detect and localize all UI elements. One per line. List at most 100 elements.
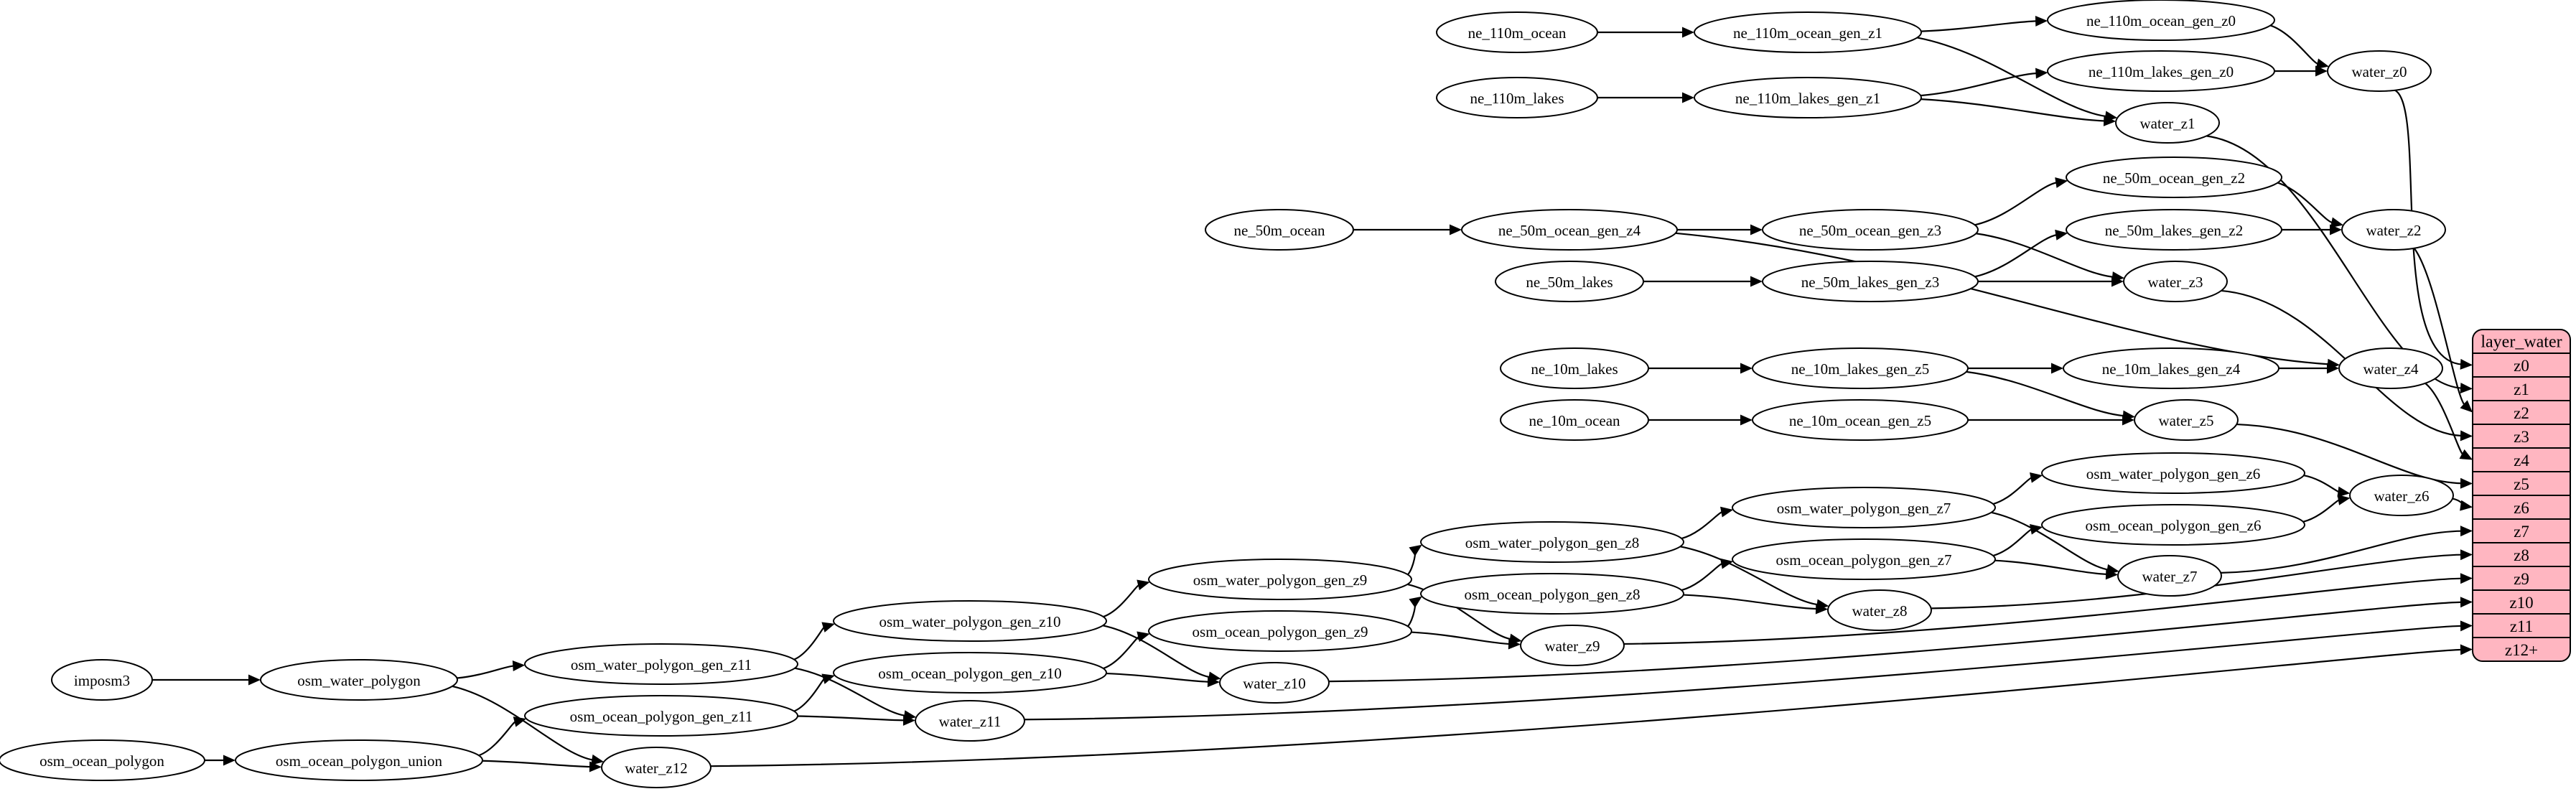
node-shape-osm_water_polygon_gen_z7 (1732, 487, 1996, 528)
node-ne_10m_lakes_gen_z4[interactable]: ne_10m_lakes_gen_z4 (2063, 347, 2279, 389)
node-shape-ne_50m_ocean (1205, 209, 1354, 251)
node-water_z0[interactable]: water_z0 (2327, 50, 2432, 92)
edge-arrowhead (2327, 363, 2339, 374)
node-osm_ocean_polygon_gen_z10[interactable]: osm_ocean_polygon_gen_z10 (833, 652, 1107, 694)
node-shape-water_z0 (2327, 50, 2432, 92)
node-osm_ocean_polygon[interactable]: osm_ocean_polygon (0, 739, 205, 781)
edge-osm_ocean_polygon_gen_z7-to-water_z7 (1994, 559, 2108, 576)
layer-water-row-z8[interactable] (2472, 542, 2571, 567)
node-shape-osm_water_polygon_gen_z10 (833, 600, 1107, 642)
node-ne_50m_lakes_gen_z3[interactable]: ne_50m_lakes_gen_z3 (1762, 261, 1979, 302)
layer-water-row-z11[interactable] (2472, 613, 2571, 638)
node-water_z12[interactable]: water_z12 (601, 747, 711, 788)
edge-arrowhead (2105, 569, 2119, 580)
node-osm_ocean_polygon_union[interactable]: osm_ocean_polygon_union (235, 739, 483, 781)
node-osm_ocean_polygon_gen_z6[interactable]: osm_ocean_polygon_gen_z6 (2041, 504, 2305, 546)
node-shape-water_z4 (2338, 347, 2443, 389)
node-osm_water_polygon_gen_z10[interactable]: osm_water_polygon_gen_z10 (833, 600, 1107, 642)
node-osm_ocean_polygon_gen_z9[interactable]: osm_ocean_polygon_gen_z9 (1148, 610, 1412, 652)
node-shape-ne_10m_ocean_gen_z5 (1752, 399, 1969, 441)
node-water_z2[interactable]: water_z2 (2341, 209, 2446, 251)
node-ne_50m_lakes[interactable]: ne_50m_lakes (1495, 261, 1644, 302)
node-ne_110m_lakes_gen_z0[interactable]: ne_110m_lakes_gen_z0 (2047, 50, 2275, 92)
node-water_z10[interactable]: water_z10 (1219, 662, 1330, 704)
layer-water-row-z5[interactable] (2472, 471, 2571, 496)
node-ne_50m_ocean_gen_z4[interactable]: ne_50m_ocean_gen_z4 (1461, 209, 1678, 251)
node-shape-osm_ocean_polygon_gen_z9 (1148, 610, 1412, 652)
edge-osm_ocean_polygon_gen_z9-to-water_z9 (1411, 631, 1511, 645)
node-ne_10m_ocean[interactable]: ne_10m_ocean (1500, 399, 1649, 441)
node-shape-ne_50m_ocean_gen_z2 (2066, 157, 2282, 198)
edge-osm_ocean_polygon_gen_z6-to-water_z6 (2302, 498, 2341, 523)
node-shape-ne_50m_lakes (1495, 261, 1644, 302)
node-water_z6[interactable]: water_z6 (2349, 475, 2454, 516)
node-water_z3[interactable]: water_z3 (2123, 261, 2228, 302)
edge-osm_water_polygon-to-water_z12 (452, 685, 594, 761)
node-ne_50m_ocean[interactable]: ne_50m_ocean (1205, 209, 1354, 251)
edge-arrowhead (1682, 92, 1694, 103)
edge-osm_water_polygon_gen_z8-to-osm_water_polygon_gen_z7 (1681, 510, 1723, 540)
edge-arrowhead (513, 716, 527, 727)
node-ne_50m_lakes_gen_z2[interactable]: ne_50m_lakes_gen_z2 (2066, 209, 2282, 251)
node-osm_water_polygon_gen_z8[interactable]: osm_water_polygon_gen_z8 (1420, 521, 1684, 563)
layer-water-row-z4[interactable] (2472, 447, 2571, 472)
node-shape-ne_50m_ocean_gen_z3 (1762, 209, 1979, 251)
edge-arrowhead (1409, 596, 1422, 608)
node-imposm3[interactable]: imposm3 (51, 659, 153, 701)
edge-arrowhead (2030, 472, 2043, 483)
layer-water-row-z2[interactable] (2472, 400, 2571, 425)
layer-water-row-z10[interactable] (2472, 589, 2571, 615)
node-osm_water_polygon_gen_z9[interactable]: osm_water_polygon_gen_z9 (1148, 559, 1412, 600)
node-shape-water_z5 (2134, 399, 2239, 441)
node-water_z11[interactable]: water_z11 (915, 700, 1025, 742)
node-water_z5[interactable]: water_z5 (2134, 399, 2239, 441)
node-osm_ocean_polygon_gen_z8[interactable]: osm_ocean_polygon_gen_z8 (1420, 573, 1684, 615)
node-ne_110m_ocean_gen_z1[interactable]: ne_110m_ocean_gen_z1 (1694, 11, 1922, 53)
node-ne_50m_ocean_gen_z2[interactable]: ne_50m_ocean_gen_z2 (2066, 157, 2282, 198)
edge-arrowhead (223, 755, 235, 766)
layer-water-row-z3[interactable] (2472, 424, 2571, 449)
edge-arrowhead (2460, 358, 2473, 370)
node-shape-ne_10m_ocean (1500, 399, 1649, 441)
node-shape-water_z10 (1219, 662, 1330, 704)
node-ne_110m_lakes[interactable]: ne_110m_lakes (1436, 77, 1598, 118)
node-water_z8[interactable]: water_z8 (1827, 589, 1932, 631)
node-ne_110m_ocean[interactable]: ne_110m_ocean (1436, 11, 1598, 53)
edge-arrowhead (902, 714, 916, 726)
node-osm_water_polygon_gen_z6[interactable]: osm_water_polygon_gen_z6 (2041, 452, 2305, 494)
node-ne_10m_lakes[interactable]: ne_10m_lakes (1500, 347, 1649, 389)
edge-arrowhead (2460, 644, 2473, 655)
edge-arrowhead (2055, 229, 2068, 241)
layer-water-row-z0[interactable] (2472, 353, 2571, 378)
layer-water-row-z6[interactable] (2472, 495, 2571, 520)
node-water_z4[interactable]: water_z4 (2338, 347, 2443, 389)
node-ne_10m_lakes_gen_z5[interactable]: ne_10m_lakes_gen_z5 (1752, 347, 1969, 389)
node-ne_10m_ocean_gen_z5[interactable]: ne_10m_ocean_gen_z5 (1752, 399, 1969, 441)
edge-arrowhead (2460, 383, 2473, 394)
node-water_z9[interactable]: water_z9 (1520, 625, 1625, 666)
edge-water_z2-to-layer_water_z2 (2413, 248, 2465, 406)
node-shape-imposm3 (51, 659, 153, 701)
layer-water-table: layer_waterz0z1z2z3z4z5z6z7z8z9z10z11z12… (2472, 329, 2571, 662)
node-osm_water_polygon[interactable]: osm_water_polygon (260, 659, 458, 701)
node-ne_50m_ocean_gen_z3[interactable]: ne_50m_ocean_gen_z3 (1762, 209, 1979, 251)
node-osm_water_polygon_gen_z7[interactable]: osm_water_polygon_gen_z7 (1732, 487, 1996, 528)
node-water_z1[interactable]: water_z1 (2115, 102, 2220, 144)
edge-water_z10-to-layer_water_z10 (1328, 601, 2463, 683)
node-osm_ocean_polygon_gen_z7[interactable]: osm_ocean_polygon_gen_z7 (1732, 538, 1996, 580)
layer-water-row-z9[interactable] (2472, 566, 2571, 591)
node-osm_ocean_polygon_gen_z11[interactable]: osm_ocean_polygon_gen_z11 (524, 695, 798, 737)
node-shape-ne_10m_lakes_gen_z4 (2063, 347, 2279, 389)
node-shape-ne_110m_ocean (1436, 11, 1598, 53)
node-osm_water_polygon_gen_z11[interactable]: osm_water_polygon_gen_z11 (524, 643, 798, 685)
node-ne_110m_ocean_gen_z0[interactable]: ne_110m_ocean_gen_z0 (2047, 0, 2275, 41)
edge-arrowhead (1137, 579, 1150, 591)
node-ne_110m_lakes_gen_z1[interactable]: ne_110m_lakes_gen_z1 (1694, 77, 1922, 118)
layer-water-table-group: layer_waterz0z1z2z3z4z5z6z7z8z9z10z11z12… (2472, 329, 2571, 662)
edge-ne_50m_ocean_gen_z4-to-water_z4 (1675, 232, 2330, 365)
edge-osm_water_polygon-to-osm_water_polygon_gen_z11 (457, 665, 515, 679)
layer-water-row-z1[interactable] (2472, 376, 2571, 401)
layer-water-row-z7[interactable] (2472, 518, 2571, 543)
node-water_z7[interactable]: water_z7 (2117, 555, 2222, 597)
